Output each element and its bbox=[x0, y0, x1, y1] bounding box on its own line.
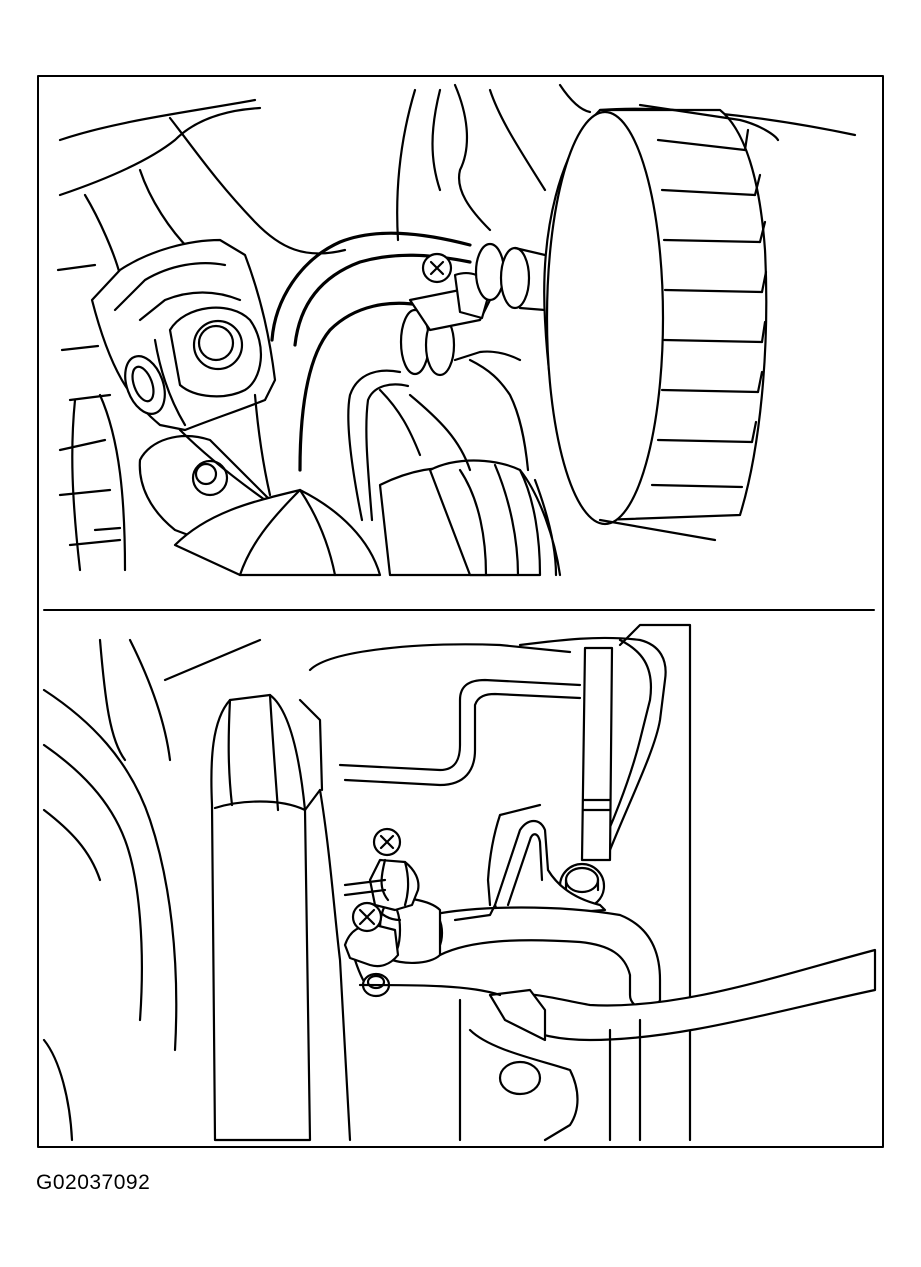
bolt-cross-icon bbox=[358, 908, 376, 926]
lower-view bbox=[42, 623, 877, 1142]
vertical-rail-side bbox=[298, 698, 324, 812]
hose-clamp-lower bbox=[343, 827, 442, 998]
rod-bolt-head bbox=[564, 866, 600, 894]
upper-bg-contour bbox=[168, 116, 347, 255]
upper-bg-contour bbox=[378, 388, 472, 472]
gear-housing-ribs bbox=[650, 138, 764, 489]
clamp-lower-tube bbox=[453, 350, 522, 362]
upper-pipe bbox=[308, 643, 582, 772]
upper-view bbox=[56, 83, 857, 577]
joint-bolt-inner bbox=[197, 324, 235, 362]
lower-bolt-inner bbox=[194, 462, 218, 486]
lower-bg-contour bbox=[318, 788, 352, 1142]
clamp-strap-upper bbox=[368, 858, 420, 912]
joint-cross-left bbox=[124, 355, 166, 415]
upper-bg-contour bbox=[396, 83, 492, 242]
figure-id-label: G02037092 bbox=[36, 1171, 151, 1194]
lower-shaft bbox=[178, 393, 272, 502]
main-tube bbox=[298, 301, 422, 472]
hose-coupler bbox=[499, 246, 531, 310]
lower-bg-contour bbox=[468, 1028, 579, 1142]
tube-line bbox=[453, 903, 497, 922]
hose-clamp-upper bbox=[399, 242, 547, 377]
lower-bg-contour bbox=[42, 688, 178, 1142]
figure-frame bbox=[37, 75, 884, 1148]
bracket-detail bbox=[506, 833, 544, 907]
gear-housing-edge bbox=[598, 103, 780, 542]
lower-bg-contour bbox=[98, 638, 262, 762]
clamp-nut-inner bbox=[366, 974, 386, 990]
universal-joint-detail bbox=[113, 262, 242, 427]
upper-pipe bbox=[618, 623, 692, 1142]
hose-coupler bbox=[474, 242, 506, 302]
vertical-rail-detail bbox=[213, 693, 307, 812]
upper-bg-contour bbox=[58, 98, 262, 197]
lower-bg-contour bbox=[458, 803, 542, 1142]
bolt-cross-icon bbox=[379, 834, 395, 850]
vertical-rod bbox=[580, 646, 614, 862]
lower-tube-line bbox=[358, 983, 502, 997]
steering-gear-boot bbox=[173, 459, 562, 577]
lower-tube bbox=[347, 369, 410, 522]
vertical-rail bbox=[210, 693, 312, 1142]
bracket bbox=[493, 819, 607, 920]
cable bbox=[493, 948, 877, 1042]
upper-pipe bbox=[518, 636, 667, 852]
lower-bolt-head bbox=[191, 459, 229, 497]
upper-bg-contour bbox=[56, 263, 122, 547]
bolt-cross-icon bbox=[429, 260, 445, 276]
lower-bg-contour bbox=[608, 1018, 642, 1142]
main-tube bbox=[270, 231, 472, 342]
boot-fold bbox=[458, 463, 562, 577]
horizontal-tube bbox=[428, 906, 662, 1011]
joint-cross-left-inner bbox=[131, 365, 155, 403]
boot-fold bbox=[238, 488, 337, 577]
hose-end bbox=[513, 246, 547, 312]
vertical-rod-detail bbox=[581, 798, 612, 812]
joint-bolt-head bbox=[192, 319, 244, 371]
lower-tube bbox=[468, 358, 530, 472]
upper-bg-contour bbox=[71, 393, 127, 572]
rod-bolt-side bbox=[564, 878, 600, 892]
cable-clip bbox=[488, 988, 547, 1042]
gear-housing-ribs bbox=[743, 128, 768, 444]
access-hole bbox=[498, 1060, 542, 1096]
clamp-strap-lower bbox=[343, 923, 400, 968]
upper-pipe bbox=[343, 692, 582, 787]
gear-housing-face bbox=[545, 110, 665, 526]
